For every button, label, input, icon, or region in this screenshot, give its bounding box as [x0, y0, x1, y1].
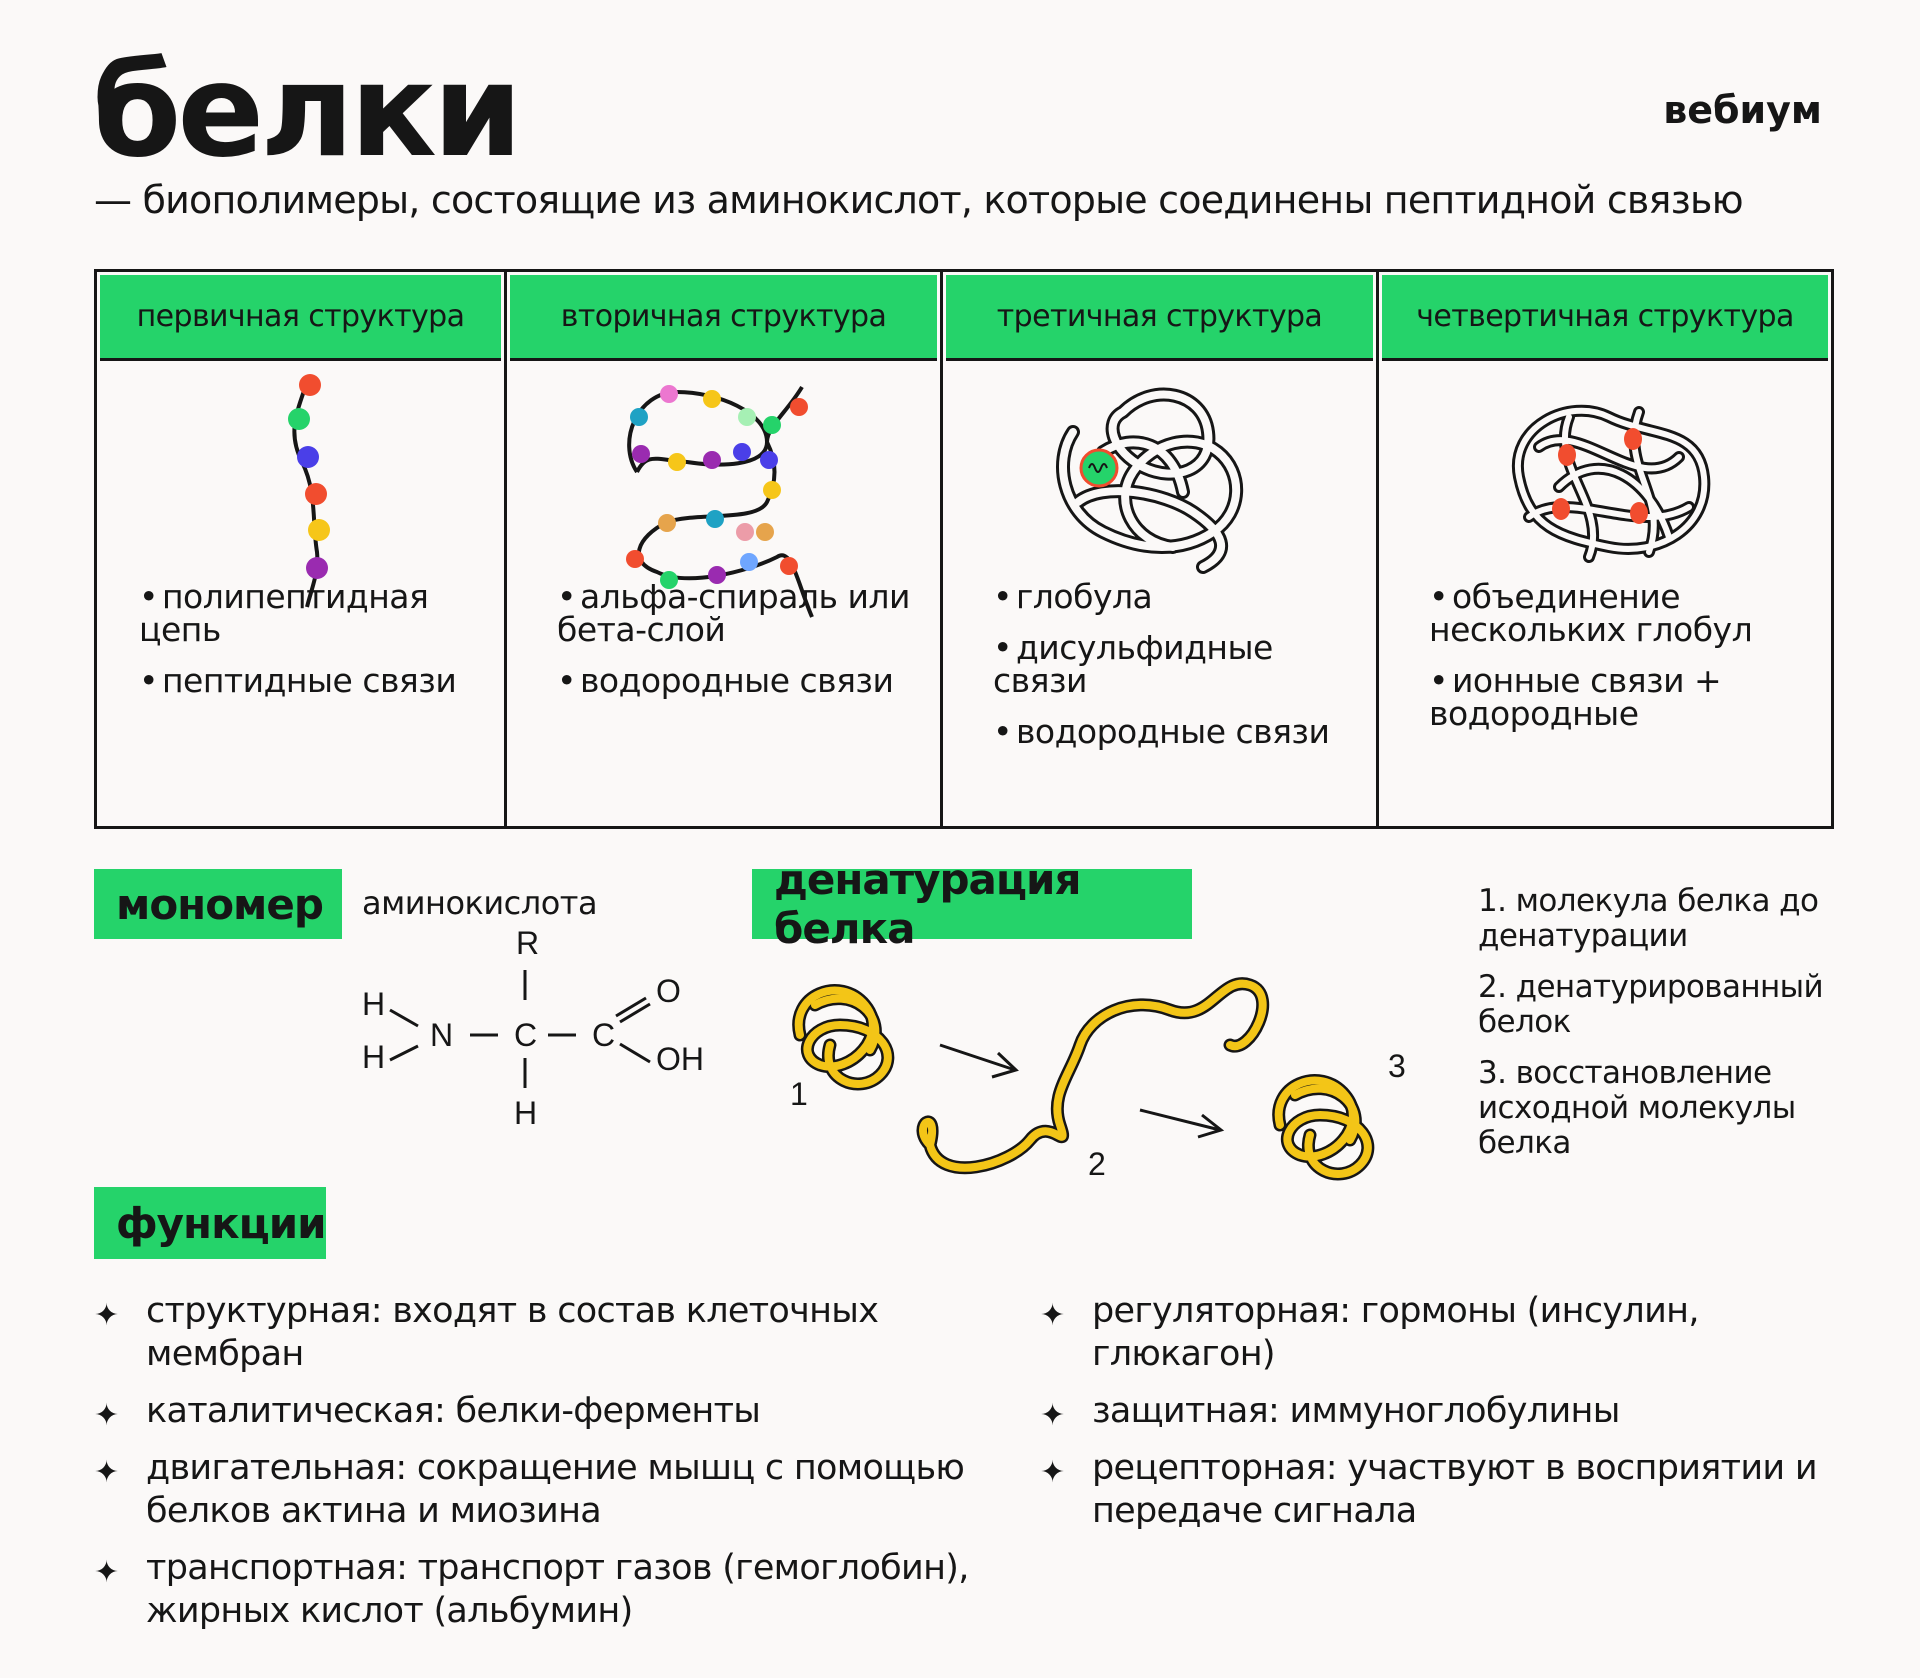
bullet-item: •полипептидная цепь — [139, 577, 429, 649]
function-item: ✦регуляторная: гормоны (инсулин, глюкаго… — [1040, 1291, 1699, 1374]
arrow-icon — [939, 1043, 1019, 1079]
structure-column-tertiary: третичная структура •глобула •дисульфидн… — [943, 272, 1379, 826]
structure-bullets: •альфа-спираль или бета-слой •водородные… — [557, 580, 927, 715]
star-bullet-icon: ✦ — [1040, 1298, 1065, 1333]
structure-column-secondary: вторичная структура — [507, 272, 943, 826]
structure-bullets: •объединение нескольких глобул •ионные с… — [1429, 580, 1789, 748]
structure-heading: четвертичная структура — [1382, 275, 1828, 361]
function-item: ✦двигательная: сокращение мышц с помощью… — [94, 1448, 965, 1531]
refolded-protein-icon — [1272, 1074, 1375, 1181]
marker-1: 1 — [790, 1076, 808, 1112]
denaturation-step: 1. молекула белка до денатурации — [1478, 883, 1819, 954]
function-item: ✦каталитическая: белки-ферменты — [94, 1390, 1014, 1433]
structure-column-primary: первичная структура •полипептидная цепь … — [97, 272, 507, 826]
formula-r: R — [516, 930, 539, 961]
functions-list-left: ✦структурная: входят в состав клеточных … — [94, 1290, 1014, 1647]
star-bullet-icon: ✦ — [94, 1398, 119, 1433]
bullet-item: •дисульфидные связи — [993, 628, 1273, 700]
globule-illustration — [1056, 387, 1244, 574]
star-bullet-icon: ✦ — [1040, 1455, 1065, 1490]
denatured-protein-icon — [916, 977, 1270, 1175]
denaturation-illustration: 1 2 3 — [790, 977, 1406, 1182]
structure-bullets: •полипептидная цепь •пептидные связи — [139, 580, 479, 715]
page-title: белки — [92, 37, 522, 186]
denaturation-steps: 1. молекула белка до денатурации 2. дена… — [1478, 884, 1838, 1177]
brand-logo: вебиум — [1663, 88, 1822, 132]
native-protein-icon — [792, 984, 895, 1091]
formula-h-bottom: H — [362, 1039, 385, 1075]
denaturation-step: 3. восстановление исходной молекулы белк… — [1478, 1055, 1796, 1161]
formula-n: N — [430, 1017, 453, 1053]
function-item: ✦защитная: иммуноглобулины — [1040, 1390, 1880, 1433]
function-item: ✦структурная: входят в состав клеточных … — [94, 1291, 879, 1374]
globule-complex-illustration — [1511, 404, 1711, 563]
bullet-item: •глобула — [993, 577, 1153, 616]
functions-list-right: ✦регуляторная: гормоны (инсулин, глюкаго… — [1040, 1290, 1880, 1547]
denaturation-label: денатурация белка — [752, 855, 1192, 953]
bullet-item: •пептидные связи — [139, 661, 457, 700]
amino-acid-formula: R H H N C C O OH H — [362, 930, 704, 1130]
bullet-item: •альфа-спираль или бета-слой — [557, 577, 910, 649]
page-subtitle: — биополимеры, состоящие из аминокислот,… — [94, 178, 1744, 222]
star-bullet-icon: ✦ — [1040, 1398, 1065, 1433]
denaturation-step: 2. денатурированный белок — [1478, 969, 1824, 1040]
alpha-helix-illustration — [626, 385, 814, 618]
bullet-item: •объединение нескольких глобул — [1429, 577, 1753, 649]
function-item: ✦рецепторная: участвуют в восприятии и п… — [1040, 1448, 1818, 1531]
formula-oh: OH — [656, 1041, 704, 1077]
monomer-label: мономер — [94, 869, 342, 939]
formula-o: O — [656, 973, 681, 1009]
formula-c-carboxyl: C — [592, 1017, 615, 1053]
primary-chain-illustration — [288, 374, 330, 608]
marker-3: 3 — [1388, 1048, 1406, 1084]
structure-heading: третичная структура — [946, 275, 1373, 361]
structure-bullets: •глобула •дисульфидные связи •водородные… — [993, 580, 1373, 766]
formula-c-alpha: C — [514, 1017, 537, 1053]
amino-acid-caption: аминокислота — [362, 884, 598, 922]
function-item: ✦транспортная: транспорт газов (гемоглоб… — [94, 1548, 969, 1631]
structure-heading: вторичная структура — [510, 275, 937, 361]
structure-heading: первичная структура — [100, 275, 501, 361]
bullet-item: •водородные связи — [557, 661, 894, 700]
bullet-item: •водородные связи — [993, 712, 1330, 751]
star-bullet-icon: ✦ — [94, 1555, 119, 1590]
star-bullet-icon: ✦ — [94, 1455, 119, 1490]
star-bullet-icon: ✦ — [94, 1298, 119, 1333]
bullet-item: •ионные связи + водородные — [1429, 661, 1722, 733]
structure-table: первичная структура •полипептидная цепь … — [94, 269, 1834, 829]
formula-h-top: H — [362, 986, 385, 1022]
structure-column-quaternary: четвертичная структура — [1379, 272, 1831, 826]
functions-label: функции — [94, 1187, 327, 1259]
marker-2: 2 — [1088, 1146, 1106, 1182]
arrow-icon — [1139, 1108, 1225, 1139]
formula-h-lower: H — [514, 1095, 537, 1130]
